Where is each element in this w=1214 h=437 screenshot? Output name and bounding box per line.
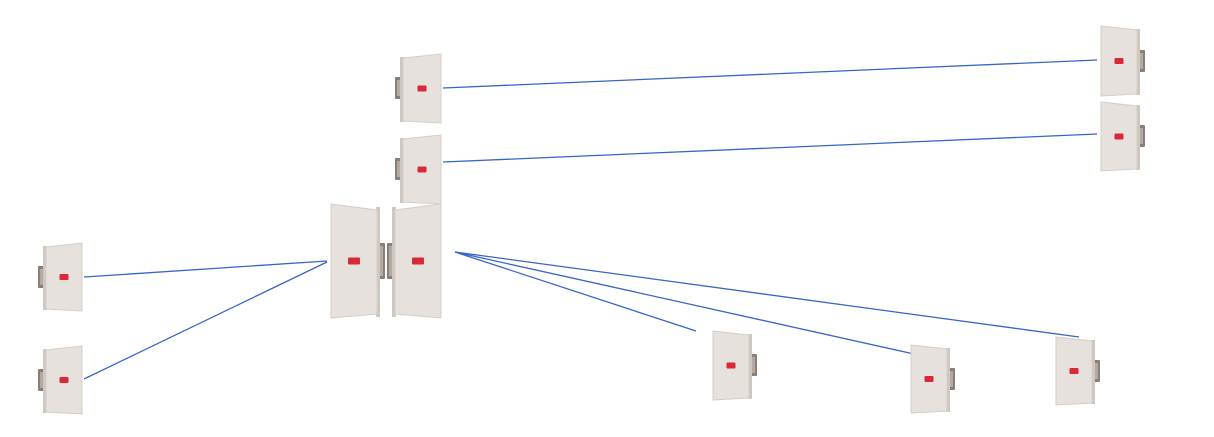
brand-logo-icon xyxy=(59,274,69,280)
sector-antenna-icon xyxy=(387,203,442,319)
link-line-sector-right-to-cpe-east-3 xyxy=(454,251,1080,338)
antenna-panel-icon xyxy=(1100,101,1145,172)
brand-logo-icon xyxy=(59,377,69,383)
brand-logo-icon xyxy=(726,362,736,369)
link-line-sector-left-to-cpe-west-1 xyxy=(83,260,328,278)
sector-antenna-icon xyxy=(330,203,385,319)
link-layer xyxy=(83,59,1098,380)
antenna-panel-icon xyxy=(1055,336,1100,406)
brand-logo-icon xyxy=(417,166,427,173)
brand-logo-icon xyxy=(1114,58,1124,64)
link-line-sector-right-to-cpe-east-1 xyxy=(454,251,697,332)
antenna-panel-icon xyxy=(395,134,442,205)
antenna-panel-icon xyxy=(38,242,83,312)
link-line-sector-left-to-cpe-west-2 xyxy=(83,261,328,380)
link-line-ptp-a-left-to-ptp-a-right xyxy=(442,59,1098,89)
brand-logo-icon xyxy=(412,257,424,265)
antenna-panel-icon xyxy=(38,345,83,415)
brand-logo-icon xyxy=(1069,368,1079,374)
link-line-ptp-b-left-to-ptp-b-right xyxy=(442,133,1098,163)
brand-logo-icon xyxy=(1114,133,1124,140)
brand-logo-icon xyxy=(417,85,427,92)
antenna-panel-icon xyxy=(712,330,757,401)
brand-logo-icon xyxy=(924,376,934,382)
antenna-panel-icon xyxy=(1100,25,1145,97)
antenna-layer xyxy=(38,25,1145,415)
antenna-panel-icon xyxy=(910,344,955,414)
link-line-sector-right-to-cpe-east-2 xyxy=(454,251,915,355)
antenna-panel-icon xyxy=(395,53,442,124)
brand-logo-icon xyxy=(348,257,360,265)
